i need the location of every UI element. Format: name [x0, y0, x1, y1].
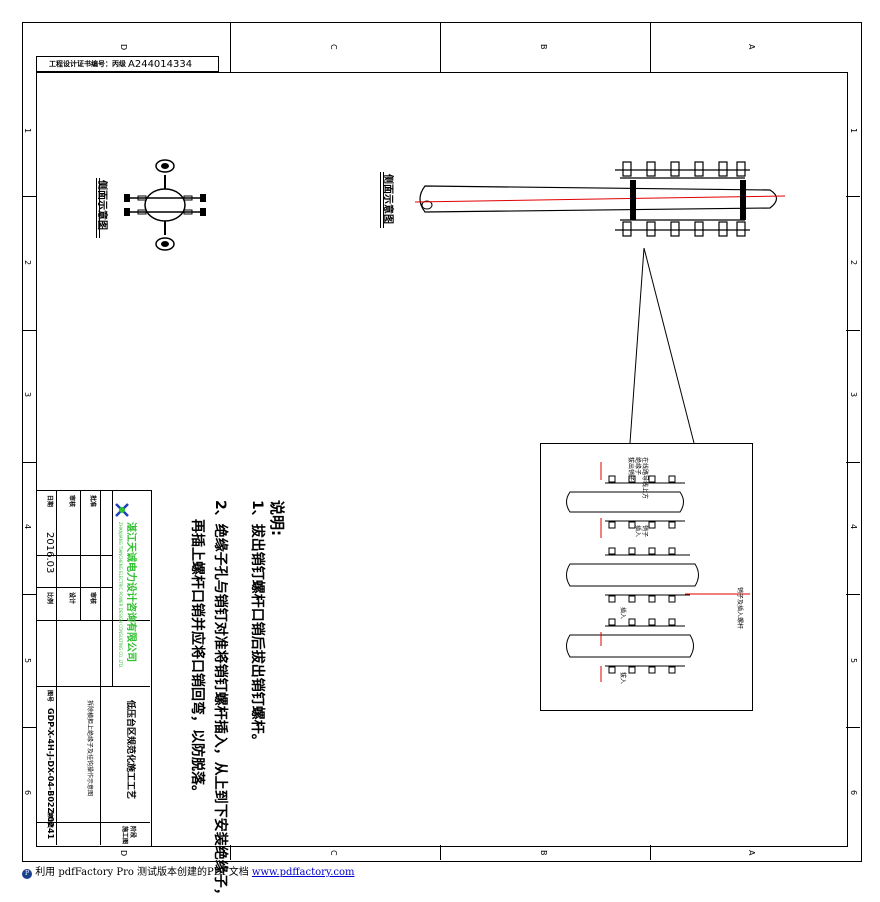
detail-drawing	[566, 462, 750, 682]
pdf-icon: P	[22, 869, 32, 879]
tb-row-label: 批准	[89, 495, 96, 508]
zone-number-left: 4	[23, 524, 32, 530]
tb-date-label: 日期	[46, 495, 53, 508]
title-block-divider	[36, 686, 150, 687]
tb-date: 2016.03	[44, 532, 55, 574]
title-block-divider	[36, 587, 112, 588]
zone-number-right: 4	[849, 524, 858, 530]
tb-stage-label: 阶段	[129, 826, 136, 839]
drawing-name: 拆除横担上绝缘子及挂钩操作示意图	[86, 700, 93, 797]
zone-letter-top: A	[747, 44, 756, 50]
zone-number-left: 2	[23, 260, 32, 266]
tb-row-label: 审核	[89, 592, 96, 605]
detail-note: 销子及插入螺杆	[736, 587, 743, 630]
zone-letter-bottom: B	[539, 850, 548, 856]
certificate-label: 工程设计证书编号：丙级	[49, 60, 126, 68]
tb-row-label: 设计	[68, 592, 75, 605]
tb-stage: 施工图	[121, 826, 128, 845]
callout-lines	[629, 247, 695, 444]
bottom-zone-divider	[440, 845, 441, 860]
bottom-zone-divider	[230, 845, 231, 860]
tb-sheet-no: 41	[46, 828, 55, 840]
outer-frame	[22, 22, 862, 862]
zone-number-left: 1	[23, 128, 32, 134]
project-title: 低压台区规范化施工工艺	[125, 700, 135, 800]
detail-box	[540, 443, 753, 711]
top-zone-divider	[230, 22, 231, 72]
label-underline	[383, 172, 384, 228]
notes-line-1: 1、拔出销钉螺杆口销后拔出销钉螺杆。	[249, 500, 265, 748]
side-tick	[22, 330, 36, 331]
footer-text: 利用 pdfFactory Pro 测试版本创建的PDF文档	[35, 867, 249, 878]
tb-code-label: 图号	[46, 690, 53, 703]
company-logo	[114, 502, 130, 518]
pdf-footer: P 利用 pdfFactory Pro 测试版本创建的PDF文档 www.pdf…	[22, 863, 355, 879]
side-tick	[22, 727, 36, 728]
side-tick	[846, 196, 860, 197]
zone-number-right: 1	[849, 128, 858, 134]
title-block	[36, 490, 152, 847]
detail-note: 插入	[634, 525, 641, 538]
certificate-box: 工程设计证书编号：丙级 A244014334	[36, 56, 219, 72]
company-name: 湛江天诚电力设计咨询有限公司	[125, 522, 136, 662]
tb-sheet-label: 第1页	[46, 812, 53, 829]
side-tick	[22, 594, 36, 595]
detail-note: 拔入	[619, 672, 626, 685]
footer-link[interactable]: www.pdffactory.com	[251, 867, 355, 878]
zone-letter-top: D	[119, 44, 128, 51]
company-name-en: ZHANJIANG TIANCHENG ELECTRIC POWER DESIG…	[118, 522, 123, 669]
bottom-zone-divider	[650, 845, 651, 860]
certificate-number: A244014334	[128, 58, 193, 70]
label-underline	[99, 178, 100, 238]
side-tick	[22, 196, 36, 197]
zone-number-left: 5	[23, 658, 32, 664]
side-tick	[846, 594, 860, 595]
title-block-divider	[36, 555, 112, 556]
zone-number-right: 6	[849, 790, 858, 796]
pole-side-view	[415, 161, 786, 237]
zone-letter-bottom: A	[747, 850, 756, 856]
side-view-label: 侧面示意图	[382, 174, 393, 224]
side-tick	[846, 462, 860, 463]
notes-title: 说明:	[268, 500, 286, 536]
side-tick	[846, 727, 860, 728]
top-zone-divider	[650, 22, 651, 72]
title-block-divider	[100, 490, 101, 845]
clamp-top-view	[124, 159, 206, 251]
detail-note: 插入	[619, 607, 626, 620]
title-block-divider	[36, 822, 150, 823]
zone-number-left: 3	[23, 392, 32, 398]
zone-letter-bottom: C	[329, 850, 338, 856]
inner-frame	[36, 72, 848, 847]
top-zone-divider	[440, 22, 441, 72]
title-block-divider	[36, 620, 150, 621]
zone-number-right: 2	[849, 260, 858, 266]
tb-ratio-label: 比例	[46, 592, 53, 605]
zone-letter-bottom: D	[119, 850, 128, 857]
notes-line-2a: 2、绝缘子孔与销钉对准将销钉螺杆插入，从上到下安装绝缘子，	[212, 500, 228, 902]
side-tick	[846, 330, 860, 331]
zone-letter-top: C	[329, 44, 338, 50]
tb-row-label: 审核	[68, 495, 75, 508]
drawing-code: GDP-X-4H-J-DX-04-B02Z-02	[46, 708, 55, 828]
zone-number-left: 6	[23, 790, 32, 796]
label-underline	[96, 178, 97, 238]
detail-note: 拔出销子	[627, 457, 634, 482]
notes-line-2b: 再插上螺杆口销并应将口销回弯，以防脱落。	[189, 519, 205, 799]
zone-number-right: 5	[849, 658, 858, 664]
zone-letter-top: B	[539, 44, 548, 50]
label-underline	[380, 172, 381, 228]
side-tick	[22, 462, 36, 463]
zone-number-right: 3	[849, 392, 858, 398]
title-block-divider	[56, 490, 57, 845]
title-block-divider	[112, 490, 113, 686]
